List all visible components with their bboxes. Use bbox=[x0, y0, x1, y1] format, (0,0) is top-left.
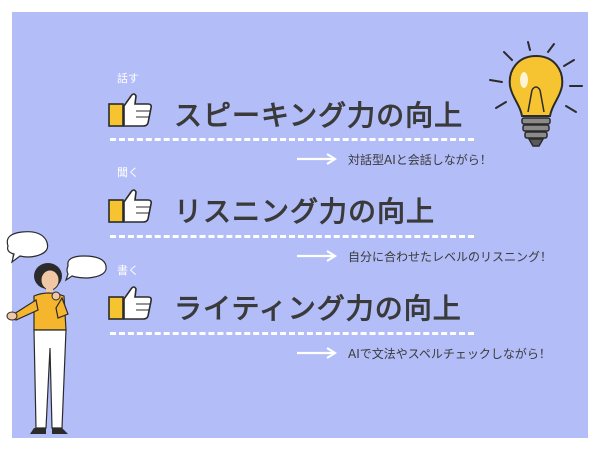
section-heading: ライティング力の向上 bbox=[174, 292, 462, 325]
right-arrow-icon bbox=[297, 250, 338, 262]
section-writing: 書く ライティング力の向上 AIで文法やスペルチェックしながら！ bbox=[12, 12, 588, 361]
section-subtext: 対話型AIと会話しながら！ bbox=[348, 153, 492, 167]
section-small-label: 聞く bbox=[117, 166, 139, 179]
section-subtext: AIで文法やスペルチェックしながら！ bbox=[348, 347, 551, 361]
section-heading: リスニング力の向上 bbox=[174, 195, 436, 228]
speech-bubble-icon bbox=[6, 231, 49, 264]
section-heading: スピーキング力の向上 bbox=[174, 99, 464, 132]
thumbs-up-icon bbox=[108, 286, 152, 320]
thumbs-up-icon bbox=[108, 189, 152, 223]
section-subtext: 自分に合わせたレベルのリスニング！ bbox=[348, 250, 553, 264]
section-small-label: 書く bbox=[117, 264, 139, 277]
right-arrow-icon bbox=[297, 347, 338, 359]
dashed-divider bbox=[110, 235, 474, 238]
slide-panel: 話す スピーキング力の向上 対話型AIと会話しながら！ 聞く リスニング力の向上 bbox=[12, 12, 588, 438]
section-speaking: 話す スピーキング力の向上 対話型AIと会話しながら！ bbox=[12, 12, 588, 167]
woman-illustration bbox=[6, 231, 107, 434]
light-bulb-icon bbox=[489, 41, 583, 147]
speech-bubble-icon bbox=[64, 255, 107, 282]
section-small-label: 話す bbox=[117, 72, 139, 85]
dashed-divider bbox=[110, 332, 474, 335]
thumbs-up-icon bbox=[108, 93, 152, 127]
right-arrow-icon bbox=[297, 153, 338, 165]
dashed-divider bbox=[110, 138, 474, 141]
section-listening: 聞く リスニング力の向上 自分に合わせたレベルのリスニング！ bbox=[12, 12, 588, 264]
